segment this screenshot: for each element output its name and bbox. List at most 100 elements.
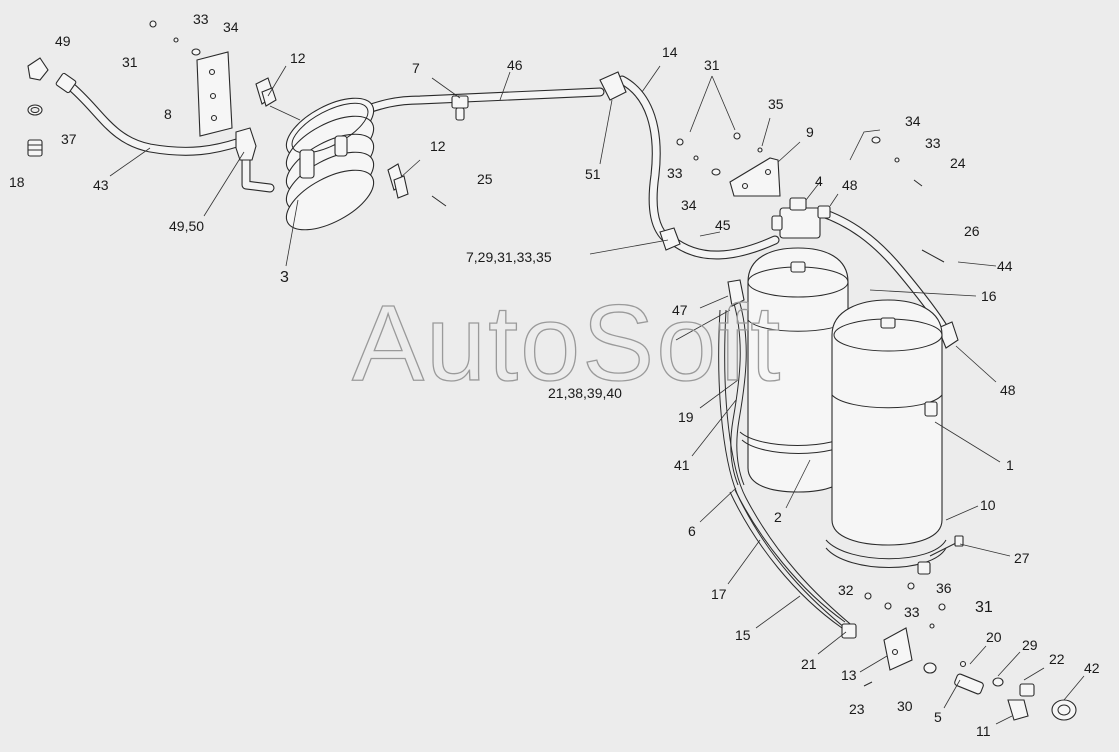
callout-23: 23 [849,701,865,717]
callout-15: 15 [735,627,751,643]
callout-29: 29 [1022,637,1038,653]
callout-43: 43 [93,177,109,193]
nut-21 [841,623,857,639]
callout-18: 18 [9,174,25,190]
hose-17 [729,489,846,629]
leader-lines [109,65,1085,725]
callout-35: 35 [768,96,784,112]
callout-8: 8 [164,106,172,122]
callout-14: 14 [662,44,678,60]
hose-45 [667,235,780,260]
callout-48-bottom: 48 [1000,382,1016,398]
callout-46: 46 [507,57,523,73]
hose-14 [617,75,673,245]
bolt-26 [921,249,945,263]
callout-31-left: 31 [122,54,138,70]
fitting-47 [727,279,745,307]
ring-37 [27,104,43,116]
callout-34-left: 34 [223,19,239,35]
callout-22: 22 [1049,651,1065,667]
callout-17: 17 [711,586,727,602]
callout-2: 2 [774,509,782,525]
elbow-49 [27,57,49,81]
callout-34-right: 34 [905,113,921,129]
callout-12-lower: 12 [430,138,446,154]
callout-33-right: 33 [925,135,941,151]
valve-5 [954,673,984,695]
callout-11: 11 [976,723,991,739]
nut-43-end [55,72,77,94]
callout-20: 20 [986,629,1002,645]
callout-21: 21 [801,656,817,672]
callout-31-right: 31 [975,599,993,616]
bolt-25 [431,195,447,207]
callout-1: 1 [1006,457,1014,473]
callout-27: 27 [1014,550,1030,566]
bolt-24 [913,179,923,187]
valve-4 [771,197,831,239]
fitting-18 [27,139,43,157]
fitting-45-end [659,227,681,251]
callout-33-mid: 33 [667,165,683,181]
callout-42: 42 [1084,660,1100,676]
callout-51: 51 [585,166,601,182]
washer-29 [992,677,1004,687]
callout-31-top: 31 [704,57,720,73]
callout-47: 47 [672,302,688,318]
callout-49: 49 [55,33,71,49]
callout-32: 32 [838,582,854,598]
pipe-46 [360,87,605,115]
callout-10: 10 [980,497,996,513]
callout-49-50: 49,50 [169,218,204,234]
callout-36: 36 [936,580,952,596]
elbow-48 [937,321,959,349]
bracket-13 [883,627,913,671]
watermark: AutoSoft [352,282,782,403]
nut-22 [1019,683,1035,697]
hose-15 [718,309,856,633]
callout-24: 24 [950,155,966,171]
coil-3 [285,97,375,231]
callout-21-38-39-40: 21,38,39,40 [548,385,622,401]
callout-4: 4 [815,173,823,189]
callout-labels: 1 2 3 4 5 6 7 8 9 10 11 12 12 13 14 15 1… [9,11,1100,739]
callout-45: 45 [715,217,731,233]
callout-9: 9 [806,124,814,140]
cap-42 [1051,699,1077,721]
callout-34-mid: 34 [681,197,697,213]
receiver-2 [739,247,853,493]
clamp-12-upper [255,77,277,107]
tee-7 [451,95,469,121]
bolt-23 [863,681,873,687]
callout-19: 19 [678,409,694,425]
callout-41: 41 [674,457,690,473]
callout-25: 25 [477,171,493,187]
bolt-27 [929,535,964,557]
callout-33-bottom: 33 [904,604,920,620]
callout-13: 13 [841,667,857,683]
callout-3: 3 [280,269,289,286]
callout-6: 6 [688,523,696,539]
bracket-8 [196,51,233,137]
callout-44: 44 [997,258,1013,274]
elbow-11 [1007,699,1029,721]
callout-16: 16 [981,288,997,304]
receiver-1 [825,299,947,575]
fitting-51 [599,71,627,101]
elbow-49-50 [235,127,257,161]
pipe-from-coil [241,155,275,193]
bracket-9 [729,157,781,197]
callout-7: 7 [412,60,420,76]
small-fasteners [149,20,967,668]
clamp-12-lower [387,163,409,199]
hose-19 [730,299,747,486]
washer-30 [923,662,937,674]
callout-30: 30 [897,698,913,714]
callout-7-29-31-33-35: 7,29,31,33,35 [466,249,552,265]
callout-5: 5 [934,709,942,725]
callout-37: 37 [61,131,77,147]
callout-48-top: 48 [842,177,858,193]
callout-26: 26 [964,223,980,239]
